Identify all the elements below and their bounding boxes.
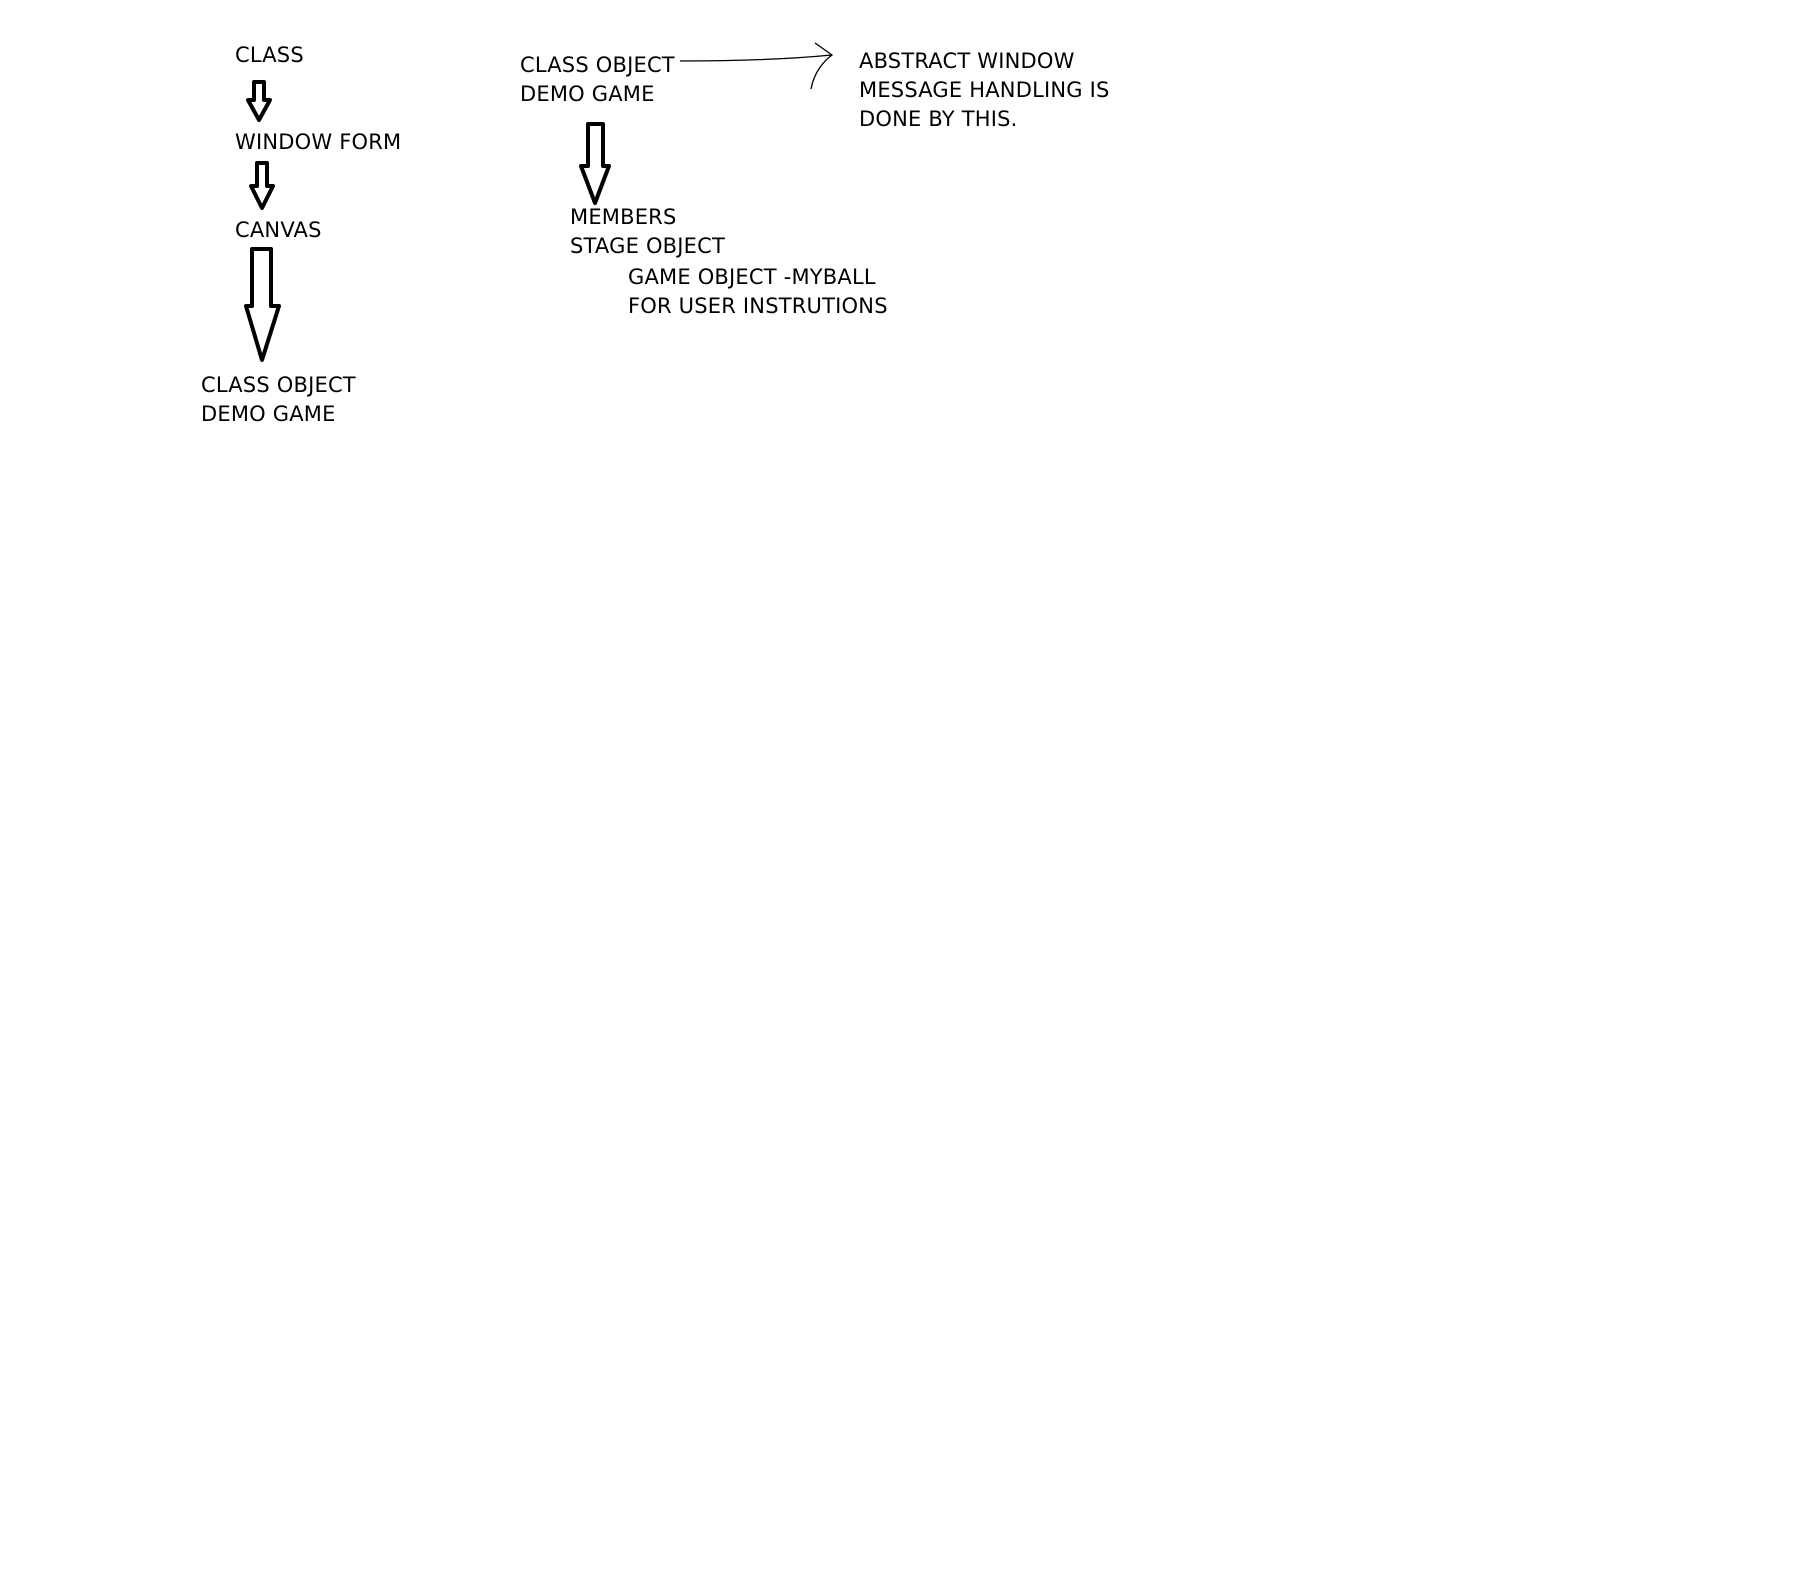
members-text: MEMBERS <box>570 205 677 229</box>
down-arrow-canvas-to-class-object <box>244 247 281 362</box>
window-form-label: WINDOW FORM <box>235 128 401 157</box>
game-object-text: GAME OBJECT -MYBALL <box>628 265 876 289</box>
down-arrow-class-object-to-members <box>579 122 611 205</box>
note-line3: DONE BY THIS. <box>859 107 1018 131</box>
class-text: CLASS <box>235 43 304 67</box>
user-instructions-text: FOR USER INSTRUTIONS <box>628 294 888 318</box>
left-class-object-label: CLASS OBJECT DEMO GAME <box>201 371 356 429</box>
note-line2: MESSAGE HANDLING IS <box>859 78 1110 102</box>
thin-arrow-to-note <box>679 54 833 62</box>
right-class-object-line2: DEMO GAME <box>520 82 655 106</box>
left-class-object-line1: CLASS OBJECT <box>201 373 356 397</box>
thin-arrow-head <box>810 42 834 90</box>
canvas-label: CANVAS <box>235 216 322 245</box>
down-arrow-class-to-window-form <box>246 80 272 122</box>
note-line1: ABSTRACT WINDOW <box>859 49 1075 73</box>
window-form-text: WINDOW FORM <box>235 130 402 154</box>
abstract-window-note: ABSTRACT WINDOW MESSAGE HANDLING IS DONE… <box>859 47 1110 134</box>
stage-object-text: STAGE OBJECT <box>570 234 726 258</box>
canvas-text: CANVAS <box>235 218 322 242</box>
class-label: CLASS <box>235 41 304 70</box>
down-arrow-window-form-to-canvas <box>249 161 275 210</box>
right-class-object-label: CLASS OBJECT DEMO GAME <box>520 51 675 109</box>
game-object-label: GAME OBJECT -MYBALL FOR USER INSTRUTIONS <box>628 263 888 321</box>
left-class-object-line2: DEMO GAME <box>201 402 336 426</box>
right-class-object-line1: CLASS OBJECT <box>520 53 675 77</box>
members-label: MEMBERS STAGE OBJECT <box>570 203 725 261</box>
